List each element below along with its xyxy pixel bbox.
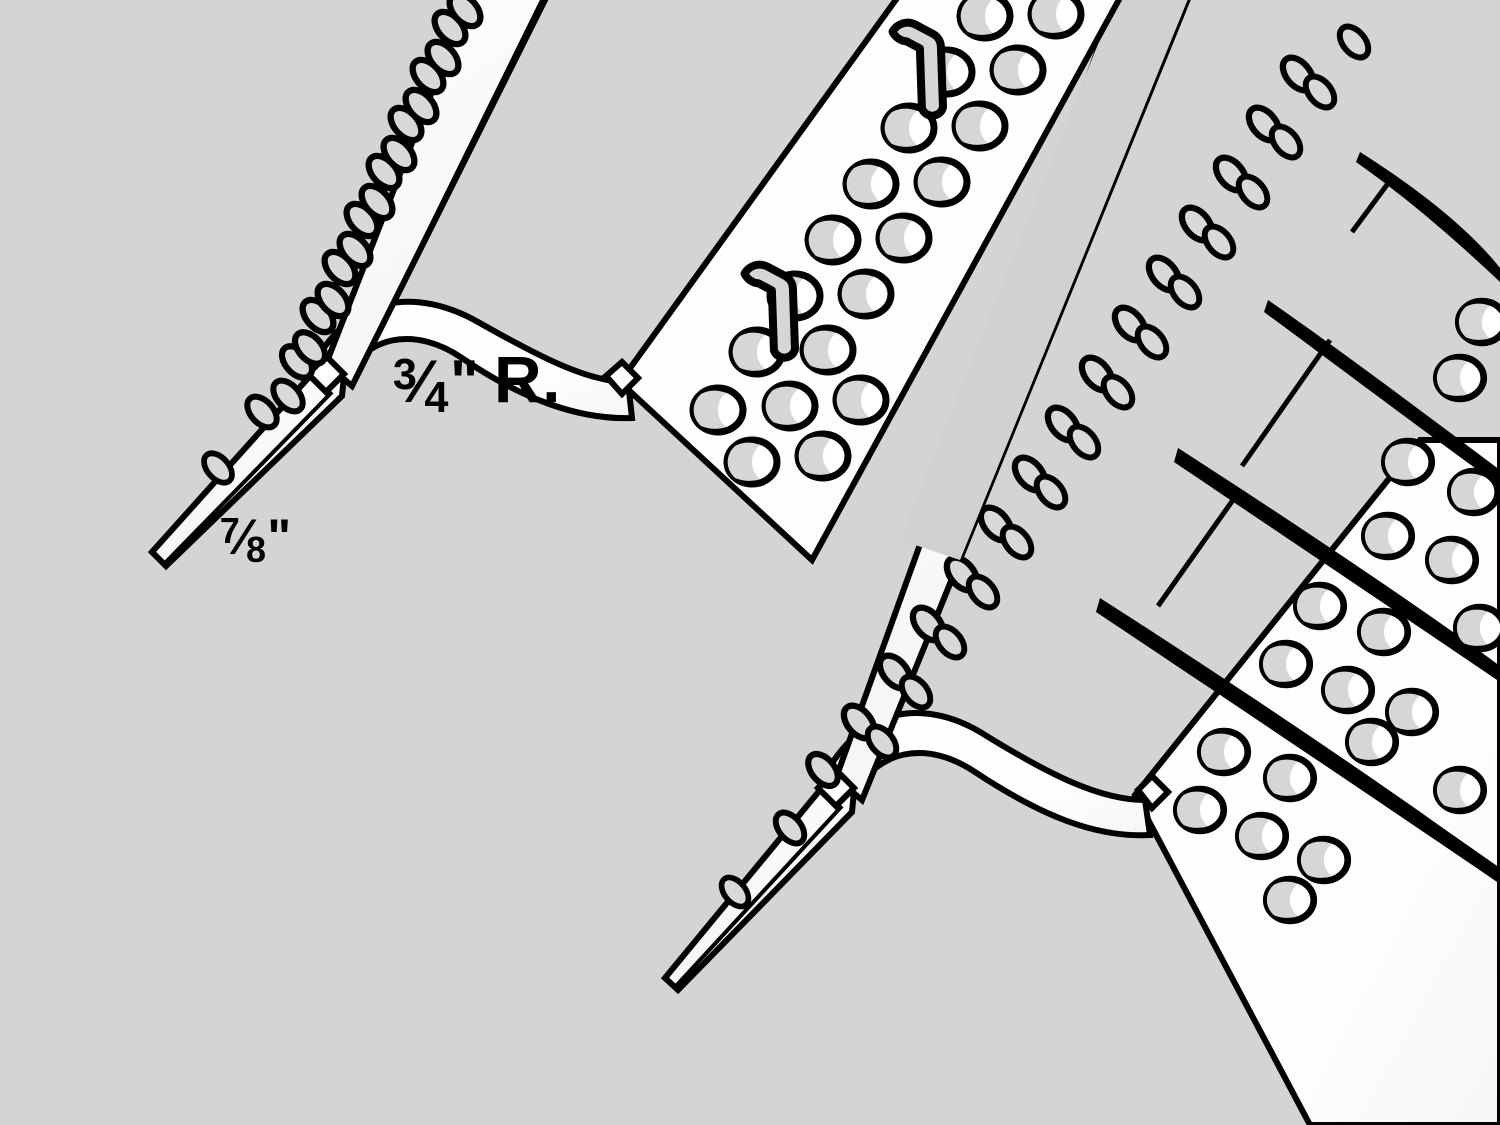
rear-bead-notch-right <box>1134 771 1173 813</box>
width-denominator: 8 <box>245 528 266 570</box>
radius-slash: ⁄ <box>416 348 427 415</box>
front-corner-bead <box>147 0 1123 571</box>
width-numerator: 7 <box>219 510 240 552</box>
width-inch-mark: " <box>267 509 291 565</box>
rear-flange-edge-line <box>674 804 844 988</box>
width-slash: ⁄ <box>239 509 248 565</box>
front-bead-nose <box>306 298 636 422</box>
shadow-gap <box>900 0 1188 560</box>
radius-dimension-label: 3⁄4"R. <box>392 346 561 420</box>
radius-fraction: 3⁄4 <box>392 351 450 420</box>
divider-sliver <box>1174 448 1500 682</box>
front-bead-notch-right <box>601 357 643 399</box>
radius-denominator: 4 <box>424 373 449 422</box>
width-fraction: 7⁄8 <box>219 509 267 567</box>
front-flange-edge-line <box>162 390 334 566</box>
radius-suffix: R. <box>493 342 561 416</box>
front-upper-flange-edge-line <box>350 0 545 387</box>
divider-sliver <box>1356 152 1500 282</box>
rear-face-panel-dividers <box>1096 152 1500 884</box>
radius-inch-mark: " <box>450 348 478 415</box>
radius-numerator: 3 <box>392 351 417 400</box>
divider-sliver <box>1096 598 1500 884</box>
width-dimension-label: 7⁄8" <box>219 509 291 567</box>
